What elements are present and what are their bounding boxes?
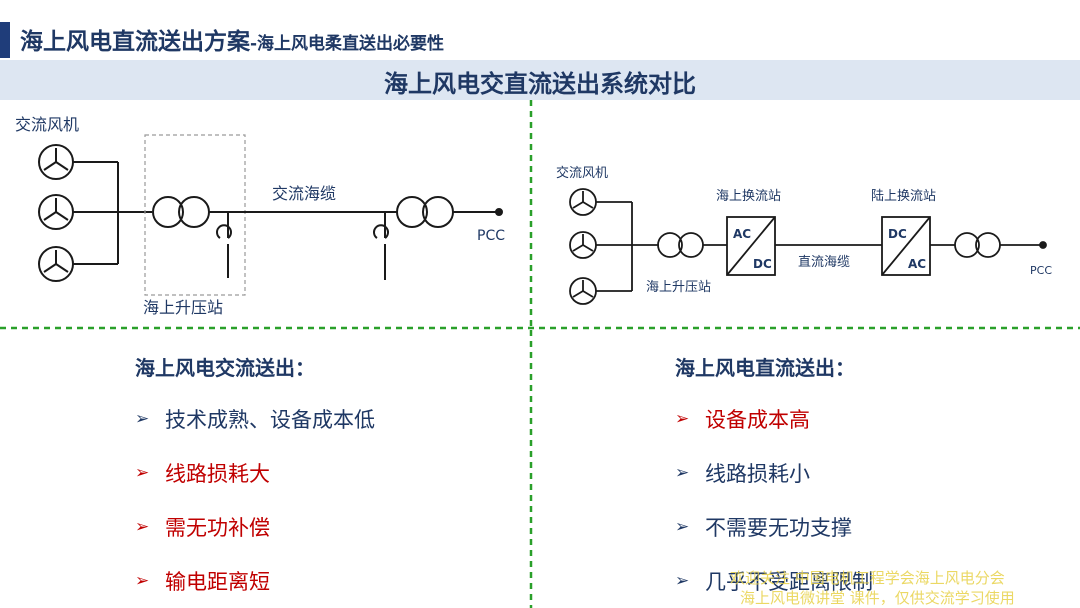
ac-turbines-label: 交流风机 — [15, 115, 79, 134]
ac-pcc-label: PCC — [477, 228, 505, 244]
page-title-sub: -海上风电柔直送出必要性 — [250, 34, 445, 54]
dc-item-4-text: 几乎不受距离限制 — [705, 570, 873, 594]
dc-conv1-bottom-label: DC — [753, 257, 772, 271]
dc-pcc-node — [1039, 241, 1047, 249]
ac-substation-box — [144, 134, 246, 296]
section-title-band — [0, 60, 1080, 100]
arrow-right-icon: ➢ — [135, 571, 150, 591]
dc-pcc-label: PCC — [1030, 264, 1052, 277]
dc-item-3: ➢ 不需要无功支撑 — [675, 512, 852, 542]
ac-item-3: ➢ 需无功补偿 — [135, 512, 270, 542]
dc-system-diagram — [569, 188, 1047, 305]
dc-turbine-1 — [569, 188, 597, 216]
dc-item-1: ➢ 设备成本高 — [675, 404, 810, 434]
ac-reactor-2 — [373, 212, 389, 280]
dc-substation-label: 海上升压站 — [646, 280, 711, 295]
ac-section-heading: 海上风电交流送出： — [135, 356, 315, 380]
ac-pcc-node — [495, 208, 503, 216]
ac-substation-label: 海上升压站 — [143, 298, 223, 317]
ac-item-3-text: 需无功补偿 — [165, 516, 270, 540]
dc-offshore-station-label: 海上换流站 — [716, 189, 781, 204]
ac-cable-label: 交流海缆 — [272, 184, 336, 203]
ac-transformer-1 — [152, 196, 184, 228]
dc-converter-onshore — [881, 216, 931, 276]
dc-turbine-2 — [569, 231, 597, 259]
watermark-line-2: 海上风电微讲堂 课件，仅供交流学习使用 — [740, 589, 1015, 607]
arrow-right-icon: ➢ — [135, 463, 150, 483]
arrow-right-icon: ➢ — [135, 517, 150, 537]
dc-item-2-text: 线路损耗小 — [705, 462, 810, 486]
dc-transformer-1 — [657, 232, 683, 258]
ac-item-4: ➢ 输电距离短 — [135, 566, 270, 596]
ac-reactor-1 — [216, 212, 232, 278]
dc-conv2-bottom-label: AC — [908, 257, 926, 271]
dc-section-heading: 海上风电直流送出： — [675, 356, 855, 380]
dc-conv2-top-label: DC — [888, 227, 907, 241]
ac-item-4-text: 输电距离短 — [165, 570, 270, 594]
page-title-main: 海上风电直流送出方案 — [20, 29, 250, 55]
ac-transformer-2 — [396, 196, 428, 228]
arrow-right-icon: ➢ — [675, 463, 690, 483]
ac-item-1: ➢ 技术成熟、设备成本低 — [135, 404, 375, 434]
dc-cable-label: 直流海缆 — [798, 254, 850, 270]
dc-item-4: ➢ 几乎不受距离限制 — [675, 566, 873, 596]
dc-transformer-2 — [954, 232, 980, 258]
watermark-line-1: 欢迎关注 中国电机工程学会海上风电分会 — [730, 569, 1005, 587]
page-title: 海上风电直流送出方案-海上风电柔直送出必要性 — [20, 22, 444, 56]
dc-onshore-station-label: 陆上换流站 — [871, 188, 936, 204]
dc-converter-offshore — [726, 216, 776, 276]
ac-turbine-2 — [38, 194, 74, 230]
ac-turbine-3 — [38, 246, 74, 282]
ac-item-2: ➢ 线路损耗大 — [135, 458, 270, 488]
dc-turbine-3 — [569, 277, 597, 305]
dc-conv1-top-label: AC — [733, 227, 751, 241]
ac-turbine-1 — [38, 144, 74, 180]
ac-item-2-text: 线路损耗大 — [165, 462, 270, 486]
arrow-right-icon: ➢ — [135, 409, 150, 429]
ac-item-1-text: 技术成熟、设备成本低 — [165, 408, 375, 432]
arrow-right-icon: ➢ — [675, 409, 690, 429]
arrow-right-icon: ➢ — [675, 571, 690, 591]
title-accent-bar — [0, 22, 10, 58]
dc-item-1-text: 设备成本高 — [705, 408, 810, 432]
comparison-diagrams: 交流风机 交流海缆 海上升压站 PCC — [0, 100, 1080, 330]
dc-turbines-label: 交流风机 — [556, 165, 608, 181]
dc-item-2: ➢ 线路损耗小 — [675, 458, 810, 488]
dc-item-3-text: 不需要无功支撑 — [705, 516, 852, 540]
arrow-right-icon: ➢ — [675, 517, 690, 537]
ac-system-diagram — [38, 134, 503, 296]
lower-divider — [529, 330, 533, 608]
section-title: 海上风电交直流送出系统对比 — [384, 70, 696, 98]
